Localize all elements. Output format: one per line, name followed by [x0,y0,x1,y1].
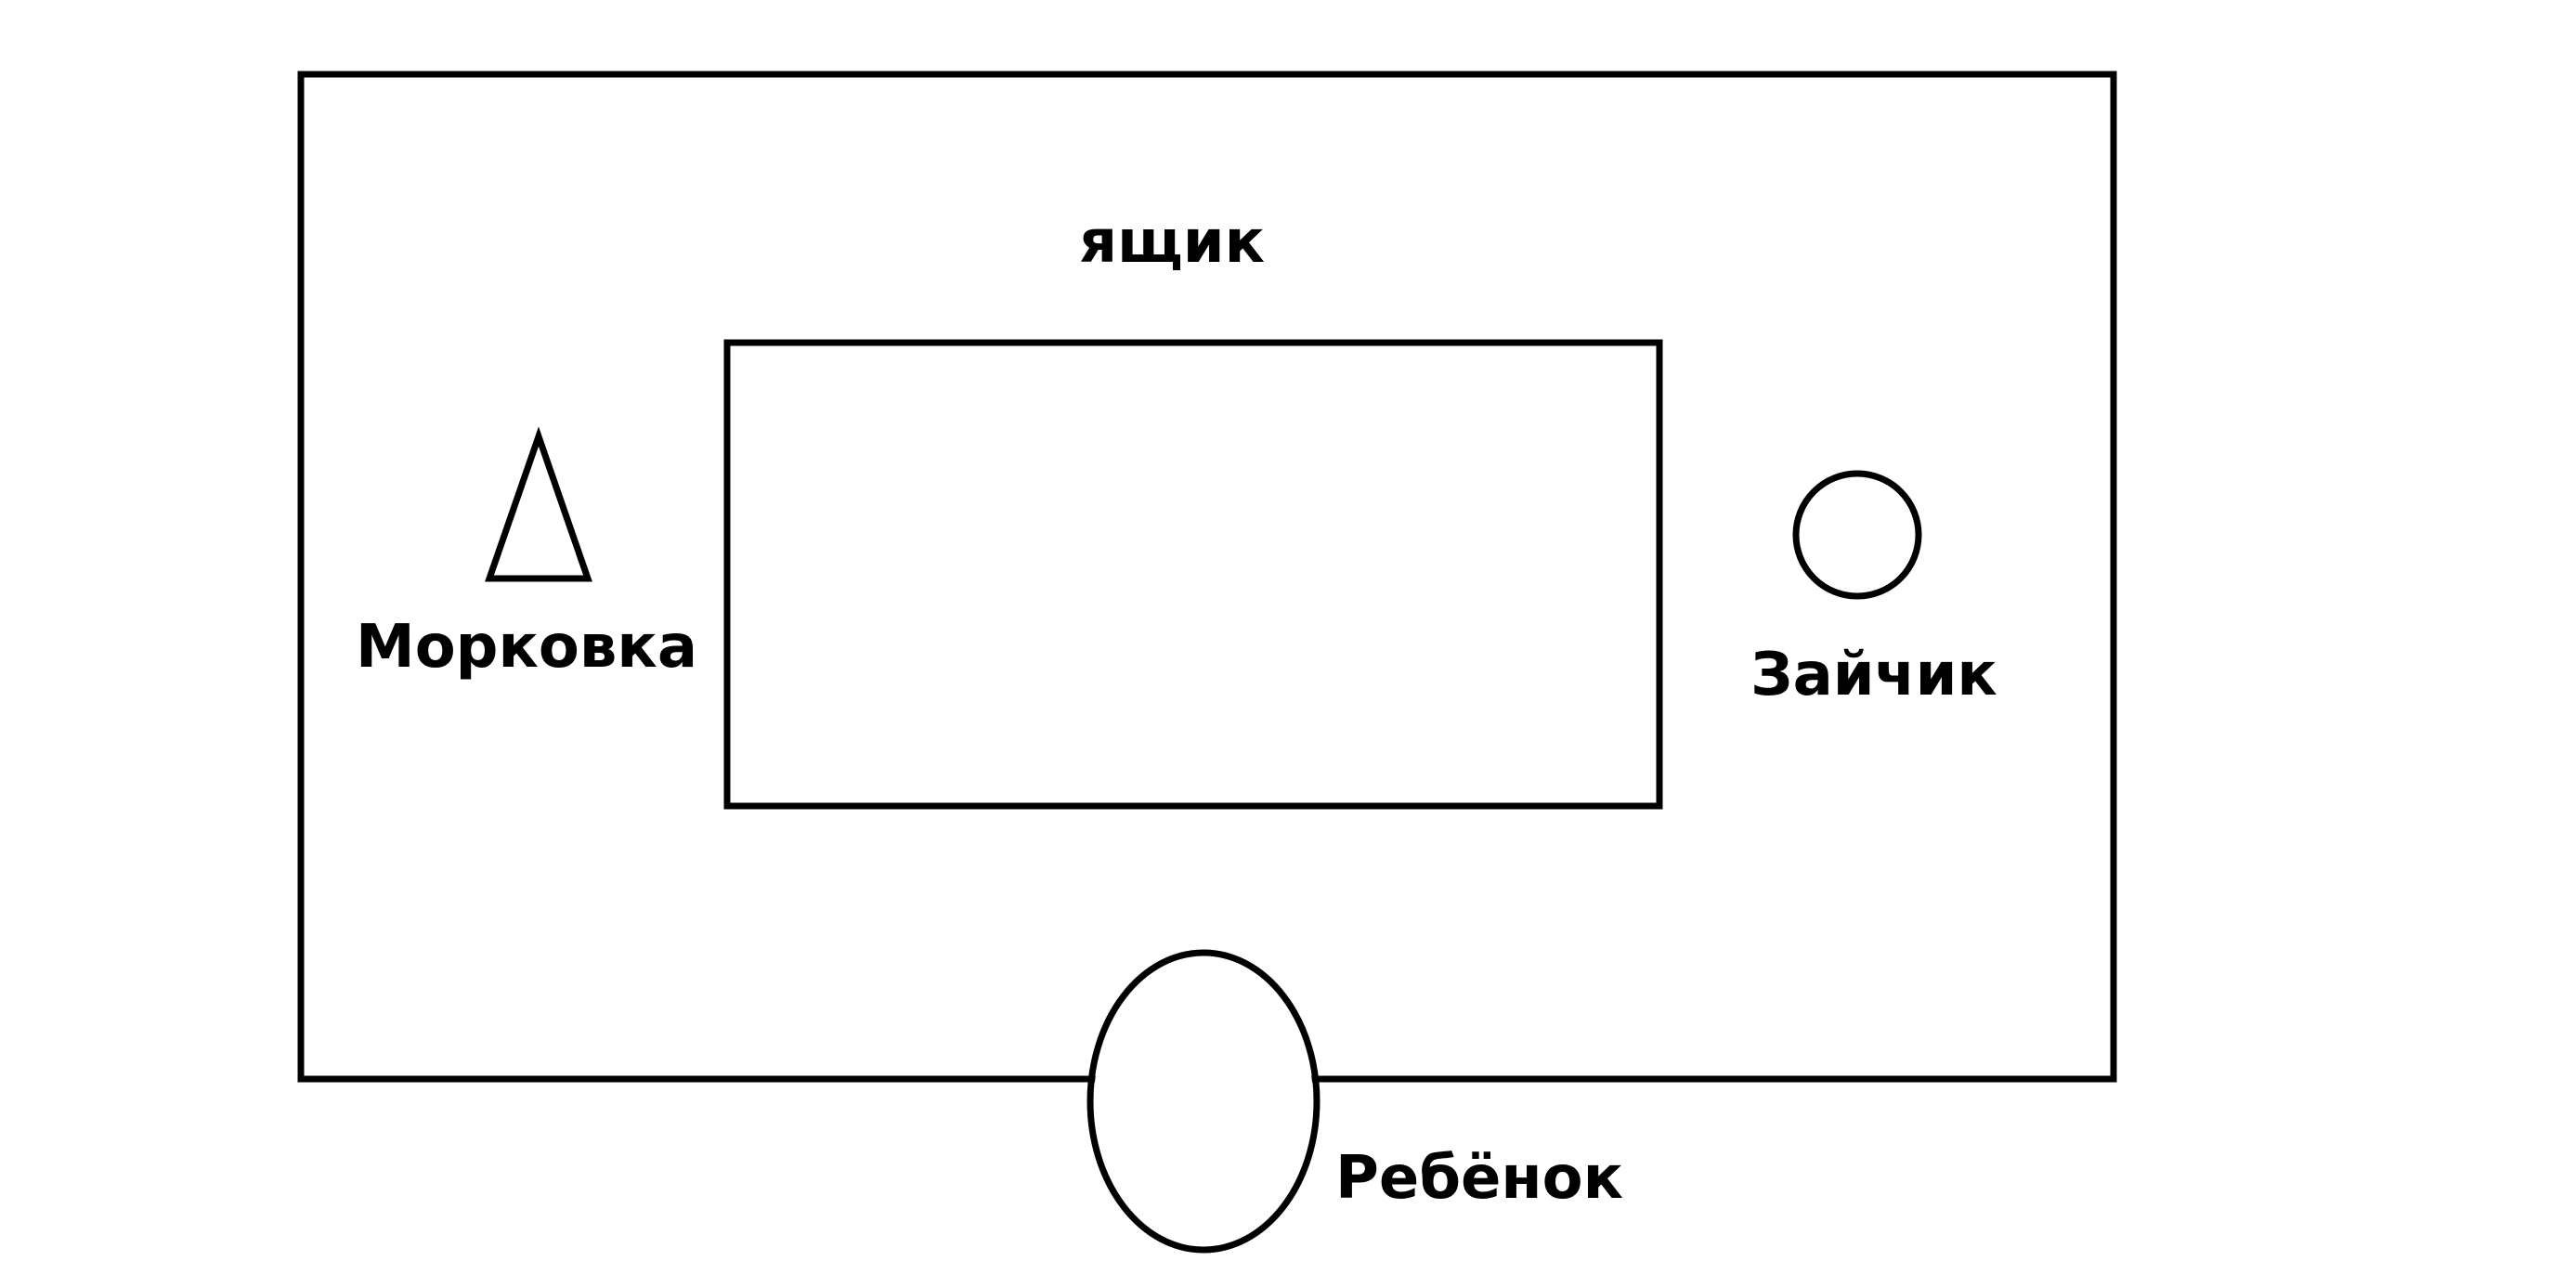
box-label: ящик [1079,208,1265,277]
box-rectangle [723,339,1663,810]
child-label: Ребёнок [1335,1144,1623,1213]
bunny-label: Зайчик [1750,641,1997,709]
bunny-circle [1792,470,1922,600]
child-ellipse-fill [1094,956,1313,1247]
carrot-triangle [485,426,592,582]
child-ellipse [1086,949,1321,1254]
carrot-label: Морковка [356,613,697,682]
